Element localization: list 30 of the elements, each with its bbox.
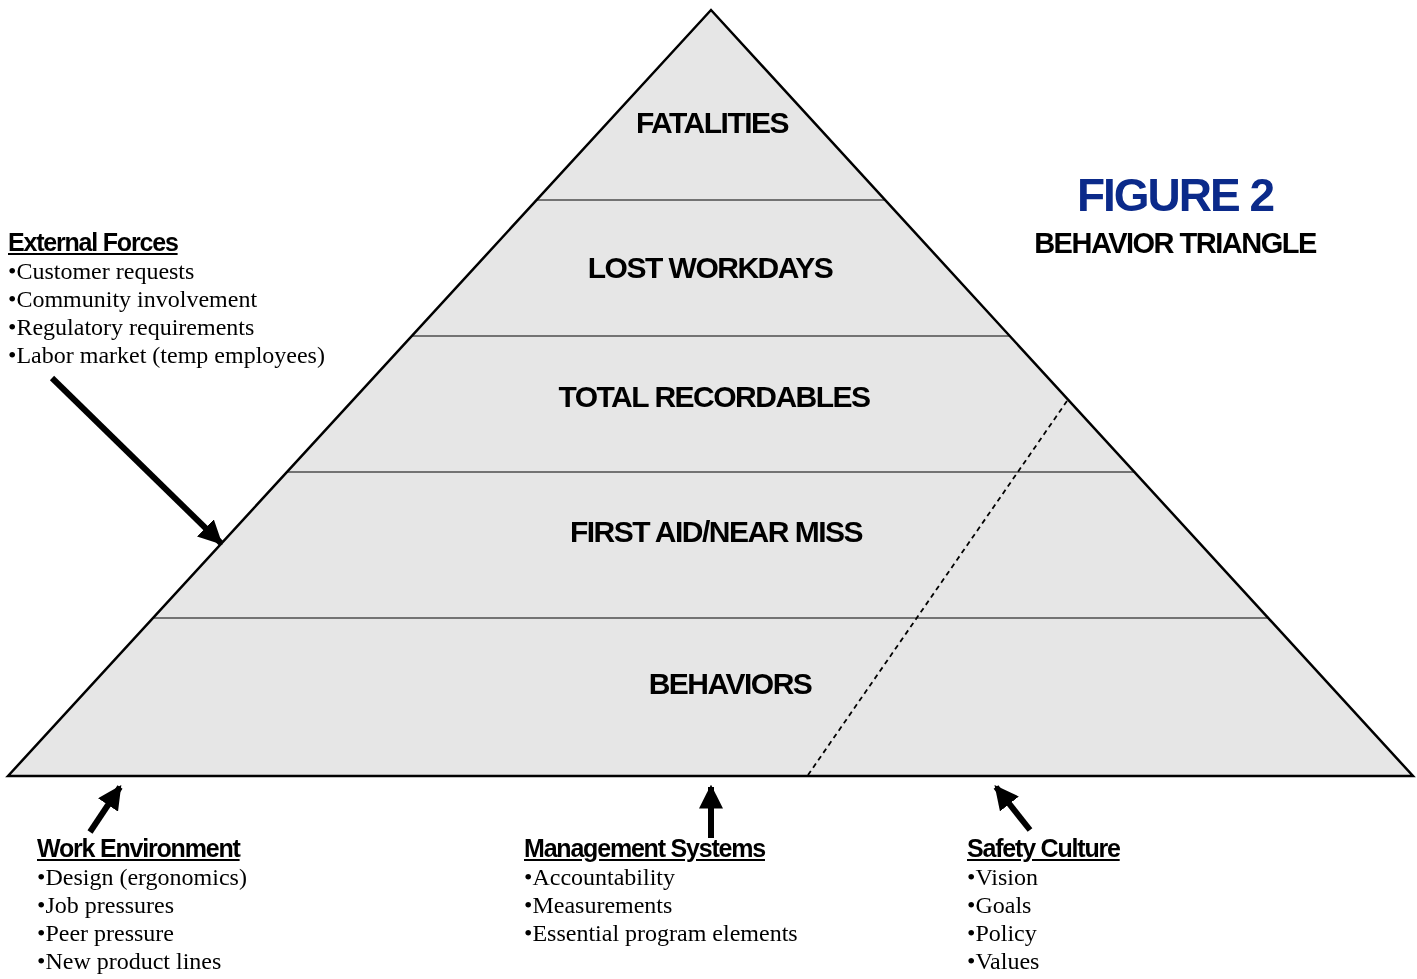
section-heading: External Forces: [8, 228, 178, 257]
figure-title: FIGURE 2: [1076, 168, 1274, 222]
band-label: TOTAL RECORDABLES: [558, 380, 870, 414]
arrow: [699, 784, 723, 838]
bullet-item: •Policy: [967, 919, 1037, 947]
arrow: [87, 785, 123, 834]
band-label: BEHAVIORS: [648, 667, 812, 701]
bullet-item: •Values: [967, 947, 1040, 975]
bullet-item: •Customer requests: [8, 257, 195, 285]
bullet-item: •Peer pressure: [37, 919, 174, 947]
bullet-item: •Job pressures: [37, 891, 175, 919]
bullet-item: •Labor market (temp employees): [8, 341, 325, 369]
band-label: FIRST AID/NEAR MISS: [569, 515, 862, 549]
bullet-item: •Measurements: [524, 891, 673, 919]
section-heading: Management Systems: [524, 834, 765, 863]
bullet-item: •Goals: [967, 891, 1032, 919]
bullet-item: •Community involvement: [8, 285, 258, 313]
arrow: [993, 785, 1033, 832]
figure-subtitle: BEHAVIOR TRIANGLE: [1034, 227, 1316, 260]
bullet-item: •New product lines: [37, 947, 222, 975]
band-label: FATALITIES: [635, 106, 789, 140]
arrow: [49, 375, 223, 546]
bullet-item: •Vision: [967, 863, 1038, 891]
bullet-item: •Accountability: [524, 863, 676, 891]
band-label: LOST WORKDAYS: [587, 251, 833, 285]
bullet-item: •Regulatory requirements: [8, 313, 255, 341]
bullet-item: •Essential program elements: [524, 919, 798, 947]
section-heading: Work Environment: [37, 834, 240, 863]
bullet-item: •Design (ergonomics): [37, 863, 247, 891]
section-heading: Safety Culture: [967, 834, 1120, 863]
